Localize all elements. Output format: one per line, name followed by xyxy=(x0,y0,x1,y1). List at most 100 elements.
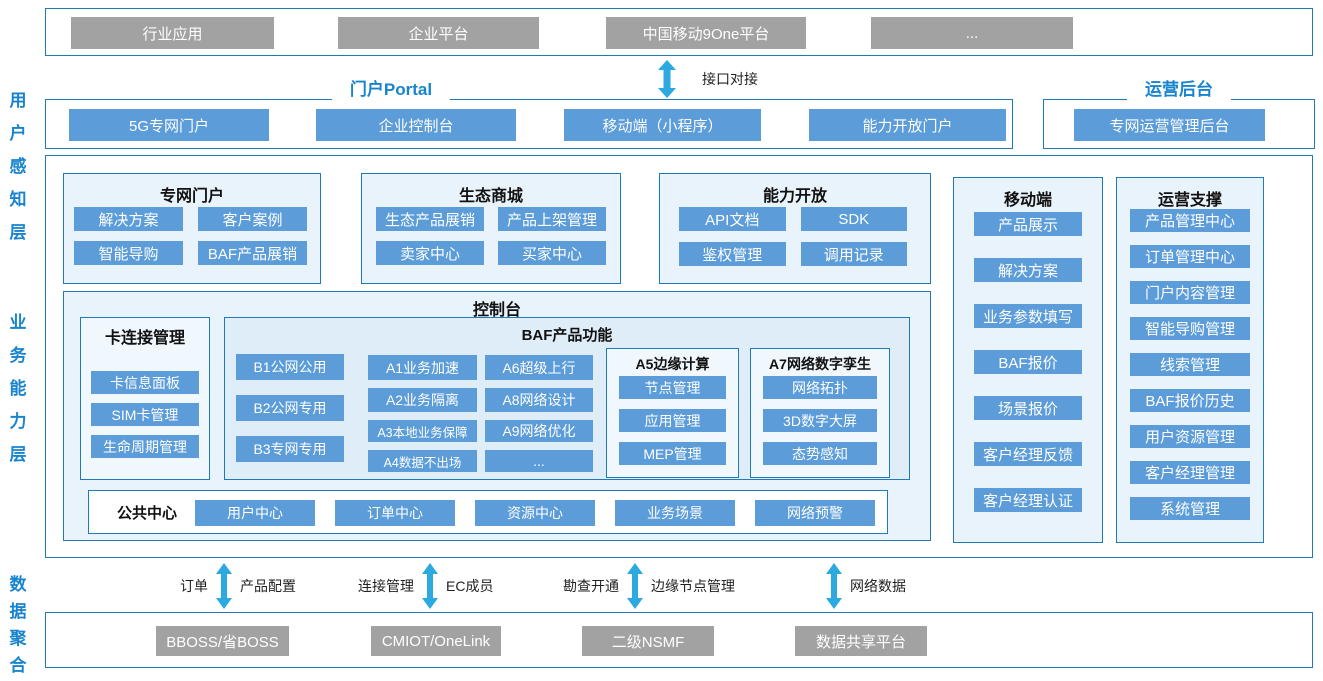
item-box: SDK xyxy=(800,207,907,231)
item-box: 解决方案 xyxy=(74,207,183,231)
item-box: 5G专网门户 xyxy=(69,109,269,141)
item-box: 智能导购管理 xyxy=(1130,317,1250,340)
panel-eco-mall: 生态商城 生态产品展销 产品上架管理 卖家中心 买家中心 xyxy=(361,173,621,284)
flow-label: 连接管理 xyxy=(358,578,414,594)
panel-title: 生态商城 xyxy=(458,188,523,205)
item-box: 客户经理管理 xyxy=(1130,461,1250,484)
panel-title: 能力开放 xyxy=(762,188,827,205)
portal-box: 门户Portal 5G专网门户 企业控制台 移动端（小程序） 能力开放门户 xyxy=(45,80,1013,149)
item-box: BAF产品展销 xyxy=(198,241,307,265)
item-box: 鉴权管理 xyxy=(679,242,786,266)
item-box: B1公网公用 xyxy=(236,354,344,380)
item-box: API文档 xyxy=(679,207,786,231)
item-box: A1业务加速 xyxy=(368,355,477,380)
item-box: A3本地业务保障 xyxy=(368,420,477,442)
item-box: 买家中心 xyxy=(498,241,606,265)
baf-title: BAF产品功能 xyxy=(521,327,613,344)
item-box: 网络预警 xyxy=(755,500,875,526)
layer-label-business-capability: 业务能力层 xyxy=(9,313,27,464)
system-box: CMIOT/OneLink xyxy=(371,626,501,656)
item-box: 企业控制台 xyxy=(316,109,516,141)
item-box: 系统管理 xyxy=(1130,497,1250,520)
item-box: A2业务隔离 xyxy=(368,388,477,412)
item-box: 调用记录 xyxy=(800,242,907,266)
card-mgmt-title: 卡连接管理 xyxy=(104,330,185,347)
item-box: SIM卡管理 xyxy=(91,403,199,426)
item-box: 业务参数填写 xyxy=(974,304,1082,328)
panel-title: 专网门户 xyxy=(159,188,224,205)
common-center-label: 公共中心 xyxy=(117,504,178,522)
item-box: 订单管理中心 xyxy=(1130,245,1250,268)
flow-group: 连接管理 EC成员 xyxy=(358,562,493,610)
item-box: 生命周期管理 xyxy=(91,435,199,458)
downstream-systems-box: BBOSS/省BOSS CMIOT/OneLink 二级NSMF 数据共享平台 xyxy=(45,612,1313,668)
vertical-double-arrow-icon xyxy=(826,563,842,609)
external-systems-box: 行业应用 企业平台 中国移动9One平台 ... xyxy=(45,8,1313,56)
item-box: 产品上架管理 xyxy=(498,207,606,231)
main-capability-box: 专网门户 解决方案 客户案例 智能导购 BAF产品展销 生态商城 生态产品展销 … xyxy=(45,155,1313,558)
item-box: 产品展示 xyxy=(974,212,1082,236)
item-box: 移动端（小程序） xyxy=(564,109,761,141)
interface-link-label: 接口对接 xyxy=(702,71,758,87)
flow-label: 订单 xyxy=(180,578,208,594)
item-box: 客户经理反馈 xyxy=(974,442,1082,466)
item-box: 业务场景 xyxy=(615,500,735,526)
system-box: 中国移动9One平台 xyxy=(606,17,806,49)
item-box: 网络拓扑 xyxy=(763,376,877,399)
panel-title: 运营支撑 xyxy=(1157,192,1222,209)
item-box: 场景报价 xyxy=(974,396,1082,420)
ops-backend-title: 运营后台 xyxy=(1127,80,1231,106)
item-box: MEP管理 xyxy=(619,442,726,465)
item-box: 专网运营管理后台 xyxy=(1074,109,1265,141)
panel-capability-open: 能力开放 API文档 SDK 鉴权管理 调用记录 xyxy=(659,173,931,284)
system-box: 企业平台 xyxy=(338,17,539,49)
item-box: 解决方案 xyxy=(974,258,1082,282)
flow-label: 产品配置 xyxy=(240,578,296,594)
item-box: 卖家中心 xyxy=(376,241,484,265)
panel-ops-support: 运营支撑 产品管理中心 订单管理中心 门户内容管理 智能导购管理 线索管理 BA… xyxy=(1116,177,1264,543)
item-box: 门户内容管理 xyxy=(1130,281,1250,304)
portal-title: 门户Portal xyxy=(331,80,451,106)
item-box: 线索管理 xyxy=(1130,353,1250,376)
edge-computing-title: A5边缘计算 xyxy=(635,356,710,372)
item-box: 智能导购 xyxy=(74,241,183,265)
panel-title: 移动端 xyxy=(1003,192,1052,209)
item-box: 3D数字大屏 xyxy=(763,409,877,432)
baf-functions-box: BAF产品功能 B1公网公用 B2公网专用 B3专网专用 A1业务加速 A2业务… xyxy=(224,317,910,480)
layer-label-user-perception: 用户感知层 xyxy=(9,91,27,242)
item-box: B3专网专用 xyxy=(236,436,344,462)
console-title: 控制台 xyxy=(472,302,521,319)
flow-label: 边缘节点管理 xyxy=(651,578,735,594)
flow-label: 网络数据 xyxy=(850,578,906,594)
ops-backend-box: 运营后台 专网运营管理后台 xyxy=(1043,80,1315,149)
item-box: 能力开放门户 xyxy=(809,109,1006,141)
panel-console: 控制台 卡连接管理 卡信息面板 SIM卡管理 生命周期管理 BAF产品功能 B1… xyxy=(63,291,931,541)
item-box: A8网络设计 xyxy=(485,388,593,412)
item-box: BAF报价 xyxy=(974,350,1082,374)
item-box: 生态产品展销 xyxy=(376,207,484,231)
edge-computing-box: A5边缘计算 节点管理 应用管理 MEP管理 xyxy=(606,348,739,478)
common-center-row: 公共中心 用户中心 订单中心 资源中心 业务场景 网络预警 xyxy=(88,490,888,534)
card-mgmt-box: 卡连接管理 卡信息面板 SIM卡管理 生命周期管理 xyxy=(80,317,210,480)
flow-group: 勘查开通 边缘节点管理 xyxy=(563,562,735,610)
item-box: 产品管理中心 xyxy=(1130,209,1250,232)
item-box: 应用管理 xyxy=(619,409,726,432)
item-box: A6超级上行 xyxy=(485,355,593,380)
item-box: 客户案例 xyxy=(198,207,307,231)
system-box: 数据共享平台 xyxy=(795,626,927,656)
flow-group: 网络数据 xyxy=(826,562,906,610)
layer-label-data-aggregation: 数据聚合层 xyxy=(9,575,27,675)
digital-twin-box: A7网络数字孪生 网络拓扑 3D数字大屏 态势感知 xyxy=(750,348,890,478)
item-box: 用户资源管理 xyxy=(1130,425,1250,448)
system-box: 二级NSMF xyxy=(582,626,714,656)
item-box: 态势感知 xyxy=(763,442,877,465)
vertical-double-arrow-icon xyxy=(216,563,232,609)
vertical-double-arrow-icon xyxy=(658,60,676,98)
item-box: 卡信息面板 xyxy=(91,371,199,394)
flow-group: 订单 产品配置 xyxy=(180,562,296,610)
system-box: 行业应用 xyxy=(71,17,274,49)
vertical-double-arrow-icon xyxy=(627,563,643,609)
system-box: ... xyxy=(871,17,1073,49)
vertical-double-arrow-icon xyxy=(422,563,438,609)
